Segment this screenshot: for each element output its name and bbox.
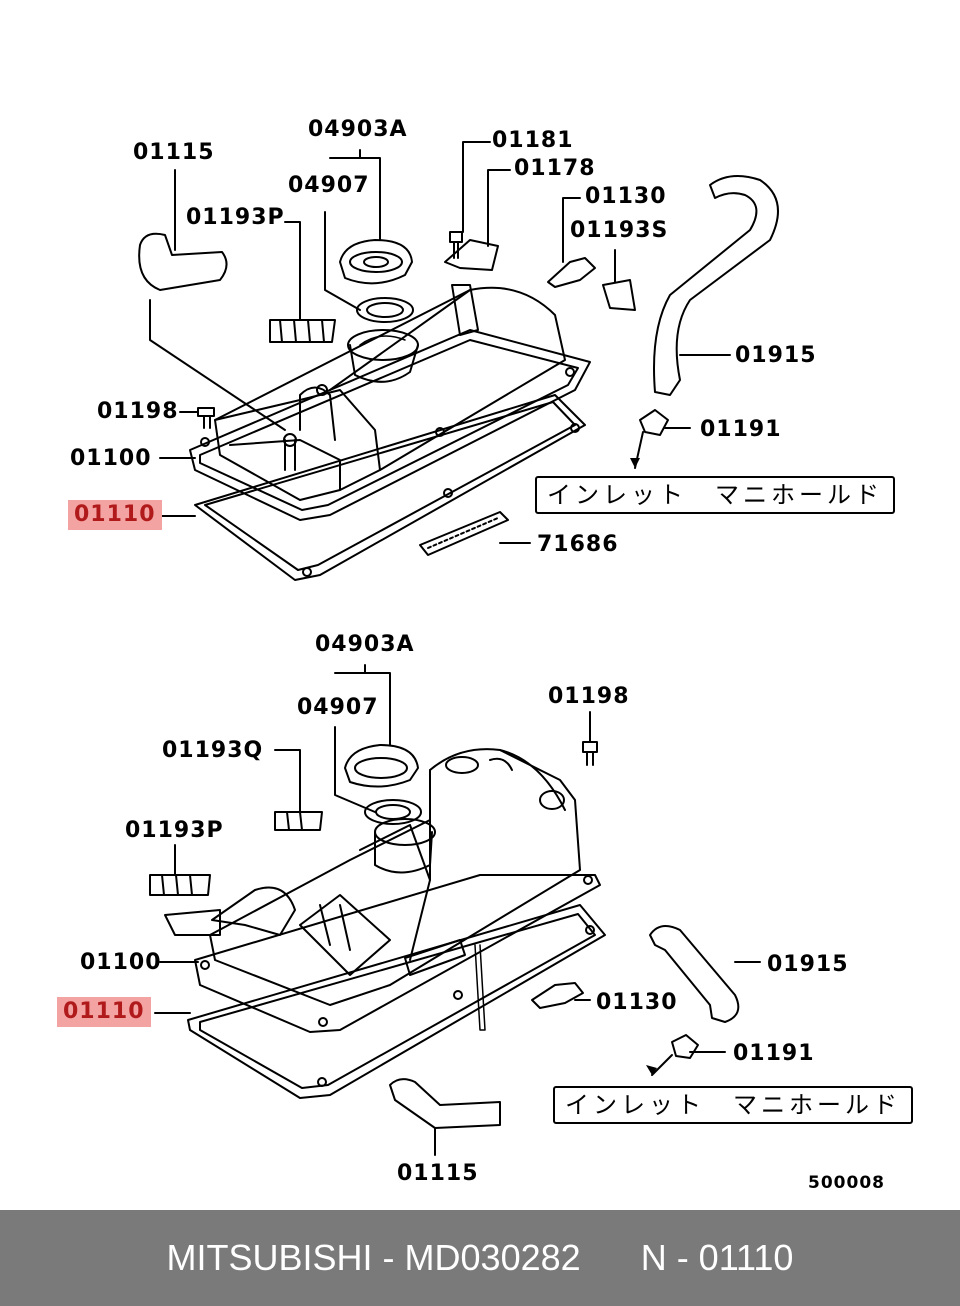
top-label-04907: 04907 — [288, 173, 370, 198]
bottom-label-01115: 01115 — [397, 1161, 479, 1186]
bottom-oil-cap — [344, 744, 419, 788]
footer-part-number: MD030282 — [404, 1237, 581, 1278]
footer-separator: - — [372, 1237, 405, 1278]
top-cover-body — [214, 286, 566, 501]
top-label-01193P: 01193P — [186, 205, 285, 230]
top-cover-flange — [189, 329, 591, 521]
part-info-footer: MITSUBISHI - MD030282 N - 01110 — [0, 1210, 960, 1306]
bottom-label-01130: 01130 — [596, 990, 678, 1015]
bottom-label-01100: 01100 — [80, 950, 162, 975]
bottom-clip-01193Q — [274, 811, 323, 831]
bottom-label-01110-highlighted: 01110 — [57, 997, 151, 1027]
top-label-01100: 01100 — [70, 446, 152, 471]
top-inlet-manifold-note: インレット マニホールド — [535, 476, 895, 514]
footer-brand: MITSUBISHI — [166, 1237, 373, 1278]
bottom-pcv-valve — [531, 982, 584, 1009]
bottom-label-01193Q: 01193Q — [162, 738, 264, 763]
top-assembly — [138, 141, 779, 581]
top-hose-01115 — [138, 232, 228, 291]
top-pcv-valve — [547, 257, 596, 288]
top-gasket — [194, 394, 586, 581]
bottom-hose-01115 — [389, 1078, 501, 1129]
top-label-01198: 01198 — [97, 399, 179, 424]
top-label-01915: 01915 — [735, 343, 817, 368]
bottom-label-01198: 01198 — [548, 684, 630, 709]
top-label-01193S: 01193S — [570, 218, 669, 243]
bottom-label-01193P: 01193P — [125, 818, 224, 843]
bottom-label-04903A: 04903A — [315, 632, 415, 657]
top-label-04903A: 04903A — [308, 117, 408, 142]
bottom-label-04907: 04907 — [297, 695, 379, 720]
top-cap-gasket — [356, 297, 414, 323]
top-label-71686: 71686 — [537, 532, 619, 557]
top-label-01178: 01178 — [514, 156, 596, 181]
top-label-01191: 01191 — [700, 417, 782, 442]
top-clip-01193P — [269, 319, 336, 343]
top-hose-01915 — [653, 175, 779, 396]
top-label-01181: 01181 — [492, 128, 574, 153]
bottom-clip-01193P — [149, 874, 211, 896]
bottom-cap-gasket — [364, 799, 422, 825]
top-label-01110-highlighted: 01110 — [68, 500, 162, 530]
top-label-01130: 01130 — [585, 184, 667, 209]
bottom-inlet-manifold-note: インレット マニホールド — [553, 1086, 913, 1124]
exploded-parts-diagram — [138, 141, 779, 1156]
top-bolt-01198 — [197, 407, 215, 429]
top-label-01115: 01115 — [133, 140, 215, 165]
bottom-assembly — [149, 664, 761, 1156]
bottom-label-01191: 01191 — [733, 1041, 815, 1066]
bottom-cover-flange — [194, 874, 601, 1033]
top-oil-cap — [339, 239, 413, 285]
footer-gap — [581, 1237, 641, 1279]
top-nameplate — [419, 511, 509, 556]
bottom-gasket — [187, 904, 606, 1099]
diagram-code: 500008 — [808, 1173, 885, 1193]
bottom-label-01915: 01915 — [767, 952, 849, 977]
footer-ref: N - 01110 — [640, 1237, 794, 1278]
bottom-hose-01915 — [649, 925, 740, 1023]
